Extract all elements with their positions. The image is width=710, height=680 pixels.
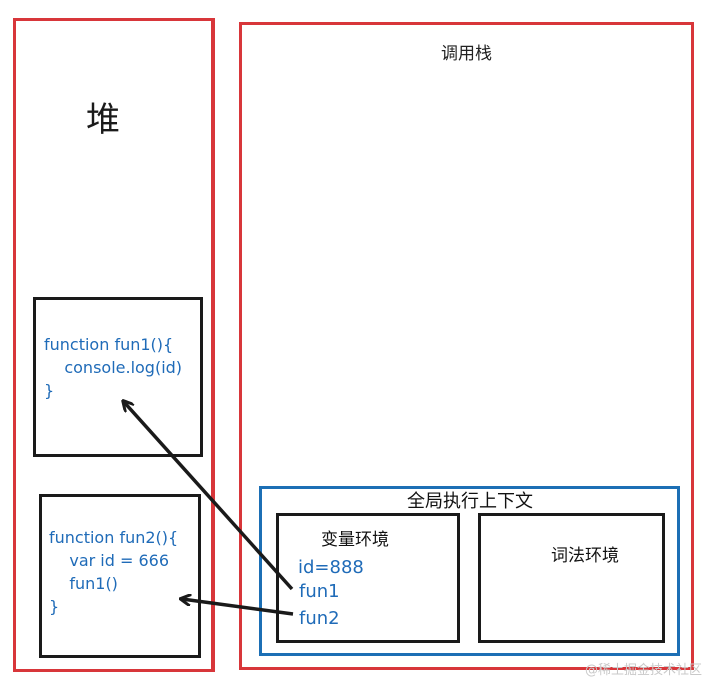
lexical-environment-title: 词法环境 [551, 546, 619, 566]
heap-panel [13, 18, 215, 672]
fun2-reference-arrow [182, 599, 294, 616]
fun1-function-object: function fun1(){ console.log(id) } [33, 297, 203, 457]
variable-environment [276, 513, 460, 643]
watermark: @稀土掘金技术社区 [584, 663, 702, 678]
global-execution-context [259, 486, 680, 656]
heap-title: 堆 [86, 100, 120, 140]
call-stack-title: 调用栈 [441, 44, 492, 64]
fun1-code: function fun1(){ console.log(id) } [44, 335, 183, 400]
lexical-environment [478, 513, 665, 643]
variable-id: id=888 [298, 557, 364, 578]
fun1-reference-arrow [124, 402, 294, 591]
variable-environment-title: 变量环境 [321, 530, 389, 550]
global-execution-context-title: 全局执行上下文 [407, 491, 533, 512]
variable-fun2: fun2 [299, 608, 340, 629]
variable-fun1: fun1 [299, 581, 340, 602]
call-stack-panel [239, 22, 694, 670]
fun2-function-object: function fun2(){ var id = 666 fun1() } [39, 494, 201, 658]
fun2-code: function fun2(){ var id = 666 fun1() } [49, 528, 179, 616]
